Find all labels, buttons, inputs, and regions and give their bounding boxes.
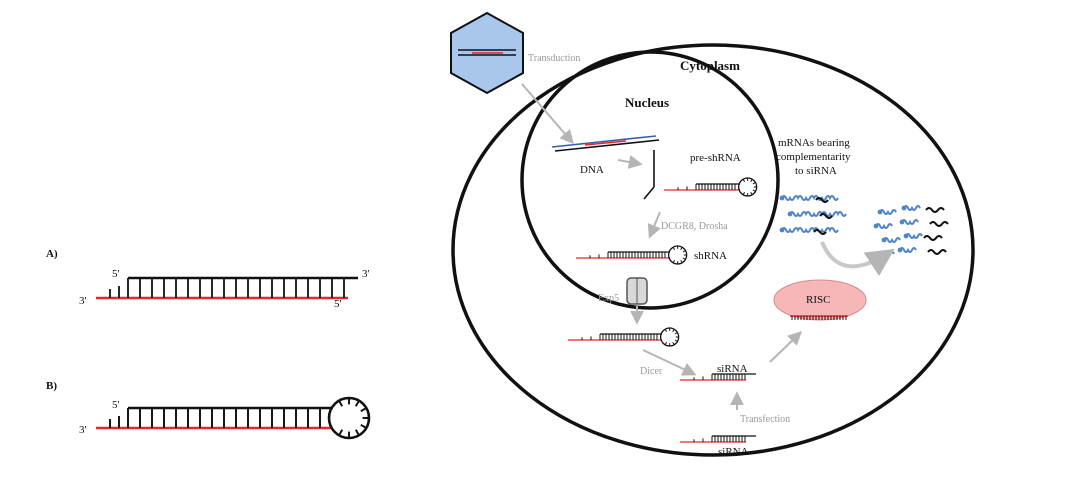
- panel-a-bottom-3prime: 3': [79, 295, 87, 307]
- sirna-duplex-a: [96, 276, 358, 300]
- panel-b: B) 5' 3': [46, 380, 371, 440]
- panel-b-label: B): [46, 380, 57, 392]
- transfection-label: Transfection: [740, 414, 790, 425]
- panel-a-bottom-5prime: 5': [334, 298, 342, 310]
- pre-shrna-molecule: [643, 150, 758, 200]
- dcgr8-drosha-label: DCGR8, Drosha: [661, 221, 728, 232]
- panel-b-top-5prime: 5': [112, 399, 120, 411]
- panel-a-label: A): [46, 248, 58, 260]
- intact-mrnas: [779, 195, 847, 235]
- risc-loading-arrow: [769, 331, 803, 363]
- mrna-label-line2: complementarity: [776, 151, 851, 163]
- risc-complex: [773, 279, 867, 321]
- cleaved-mrnas: [873, 205, 949, 257]
- cleavage-arrow: [820, 241, 895, 277]
- risc-label: RISC: [806, 294, 830, 306]
- shrna-label: shRNA: [694, 250, 727, 262]
- dna-strands: [551, 135, 660, 152]
- transduction-arrow: [521, 83, 574, 145]
- sirna-duplex-center: [680, 373, 756, 381]
- nucleus-membrane: [520, 50, 780, 310]
- panel-a-top-5prime: 5': [112, 268, 120, 280]
- shrna-hairpin-b: [96, 396, 371, 440]
- dna-label: DNA: [580, 164, 604, 176]
- exp5-label: Exp5: [598, 293, 619, 304]
- dna-to-preshrna-arrow: [617, 155, 643, 169]
- viral-vector: [450, 11, 524, 95]
- sirna-center-label: siRNA: [717, 363, 748, 375]
- pre-shrna-label: pre-shRNA: [690, 152, 741, 164]
- panel-b-bottom-3prime: 3': [79, 424, 87, 436]
- cell-membrane: [451, 43, 975, 457]
- dicer-arrow: [642, 349, 697, 376]
- cytoplasmic-shrna-molecule: [568, 327, 680, 347]
- sirna-bottom-label: siRNA: [718, 446, 749, 458]
- mrna-label-line1: mRNAs bearing: [778, 137, 850, 149]
- dicer-label: Dicer: [640, 366, 663, 377]
- processing-arrow: [647, 211, 661, 239]
- nucleus-label: Nucleus: [625, 95, 669, 110]
- mrna-label-line3: to siRNA: [795, 165, 837, 177]
- transduction-label: Transduction: [528, 53, 580, 64]
- sirna-duplex-bottom: [680, 435, 756, 443]
- risc-guide-strand: [790, 315, 848, 320]
- panel-a: A) 5' 3' 3' 5': [46, 248, 370, 310]
- shrna-molecule: [576, 245, 688, 265]
- panel-a-top-3prime: 3': [362, 268, 370, 280]
